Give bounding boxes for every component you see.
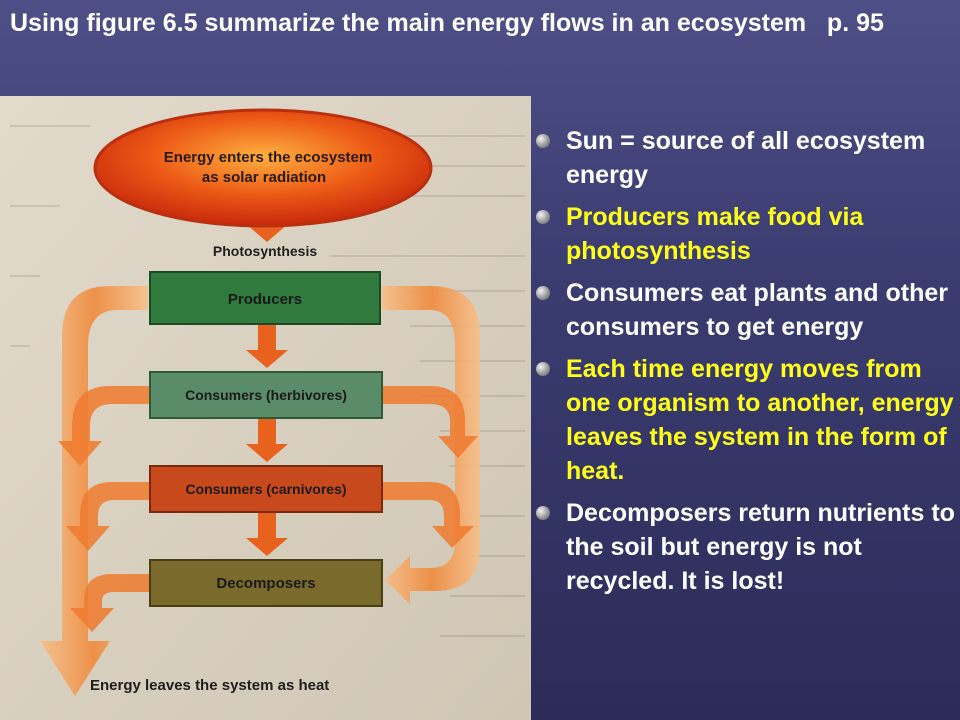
bullet-text: Decomposers return nutrients to the soil…	[566, 499, 955, 595]
heat-arrow-herbivores-right	[382, 386, 478, 458]
arrow-producers-to-herbivores	[246, 324, 288, 368]
heat-arrow-decomposers-left	[70, 574, 150, 632]
bullet-icon	[536, 134, 550, 148]
carnivores-label: Consumers (carnivores)	[185, 481, 346, 497]
arrow-herbivores-to-carnivores	[246, 418, 288, 462]
bullet-decomposers: Decomposers return nutrients to the soil…	[536, 496, 956, 598]
sun-label-line2: as solar radiation	[202, 169, 326, 186]
decomposers-box	[149, 559, 383, 607]
producers-label: Producers	[228, 291, 302, 308]
herbivores-label: Consumers (herbivores)	[185, 387, 347, 403]
decomposers-label: Decomposers	[216, 575, 315, 592]
bullet-sun: Sun = source of all ecosystem energy	[536, 124, 956, 192]
heat-loss-arrow-left	[40, 286, 148, 696]
heat-arrow-herbivores-left	[58, 386, 150, 466]
sun-energy-source	[93, 108, 433, 228]
photosynthesis-label: Photosynthesis	[213, 243, 317, 259]
bullet-consumers: Consumers eat plants and other consumers…	[536, 276, 956, 344]
slide-title: Using figure 6.5 summarize the main ener…	[10, 9, 884, 37]
arrow-carnivores-to-decomposers	[246, 512, 288, 556]
bullet-list: Sun = source of all ecosystem energy Pro…	[536, 124, 956, 606]
bullet-text: Each time energy moves from one organism…	[566, 355, 954, 485]
bullet-energy-loss: Each time energy moves from one organism…	[536, 352, 956, 488]
carnivores-box	[149, 465, 383, 513]
bullet-text: Consumers eat plants and other consumers…	[566, 279, 949, 341]
bullet-icon	[536, 210, 550, 224]
bullet-producers: Producers make food via photosynthesis	[536, 200, 956, 268]
bullet-text: Producers make food via photosynthesis	[566, 203, 864, 265]
heat-leaves-label: Energy leaves the system as heat	[90, 677, 329, 694]
bullet-text: Sun = source of all ecosystem energy	[566, 127, 926, 189]
producers-box	[149, 271, 381, 325]
heat-arrow-carnivores-left	[66, 482, 150, 551]
sun-label-line1: Energy enters the ecosystem	[164, 149, 372, 166]
bullet-icon	[536, 506, 550, 520]
herbivores-box	[149, 371, 383, 419]
energy-flow-figure: Energy enters the ecosystem as solar rad…	[0, 96, 531, 720]
bullet-icon	[536, 286, 550, 300]
bullet-icon	[536, 362, 550, 376]
energy-flow-diagram: Energy enters the ecosystem as solar rad…	[0, 96, 531, 720]
heat-arrow-carnivores-right	[382, 482, 474, 548]
